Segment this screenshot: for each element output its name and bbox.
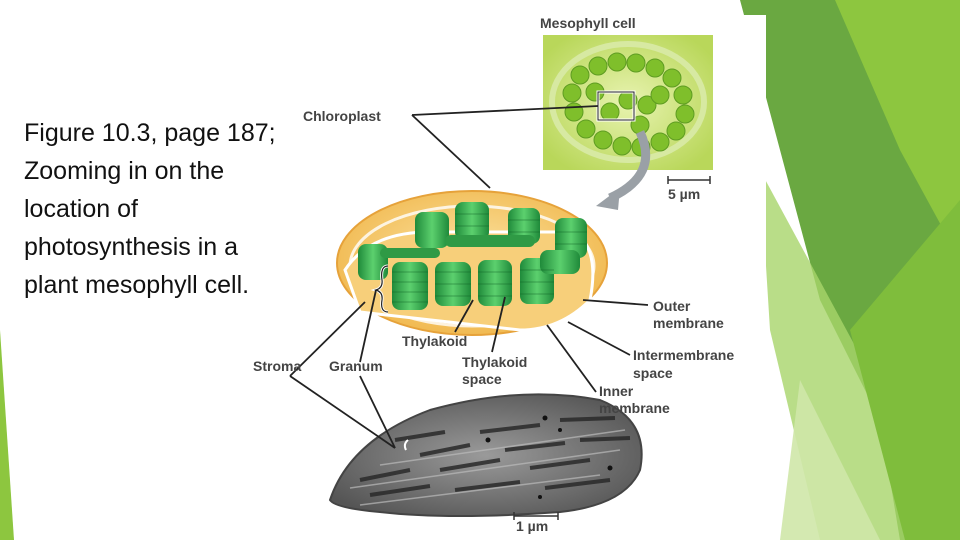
chloroplast-micrograph (328, 393, 643, 517)
outer-membrane-label-line1: Outer (653, 298, 691, 314)
zoom-arrowhead (596, 188, 620, 210)
mesophyll-cell-label: Mesophyll cell (540, 15, 636, 31)
scale-bar-top (667, 176, 711, 184)
stroma-label: Stroma (253, 358, 301, 374)
mesophyll-cell-image (543, 35, 713, 170)
leader-lines (289, 105, 649, 449)
outer-membrane-label-line2: membrane (653, 315, 724, 331)
scale-bar-bottom-label: 1 µm (516, 518, 548, 534)
intermembrane-space-label-line2: space (633, 365, 673, 381)
scale-bar-bottom (513, 512, 559, 520)
granum-label: Granum (329, 358, 383, 374)
thylakoid-label: Thylakoid (402, 333, 467, 349)
thylakoid-space-label-line2: space (462, 371, 502, 387)
intermembrane-space-label-line1: Intermembrane (633, 347, 734, 363)
chloroplast-illustration (336, 190, 608, 336)
slide-caption: Figure 10.3, page 187; Zooming in on the… (24, 119, 276, 299)
inner-membrane-label-line2: membrane (599, 400, 670, 416)
chloroplast-label: Chloroplast (303, 108, 381, 124)
scale-bar-top-label: 5 µm (668, 186, 700, 202)
thylakoid-space-label-line1: Thylakoid (462, 354, 527, 370)
inner-membrane-label-line1: Inner (599, 383, 634, 399)
